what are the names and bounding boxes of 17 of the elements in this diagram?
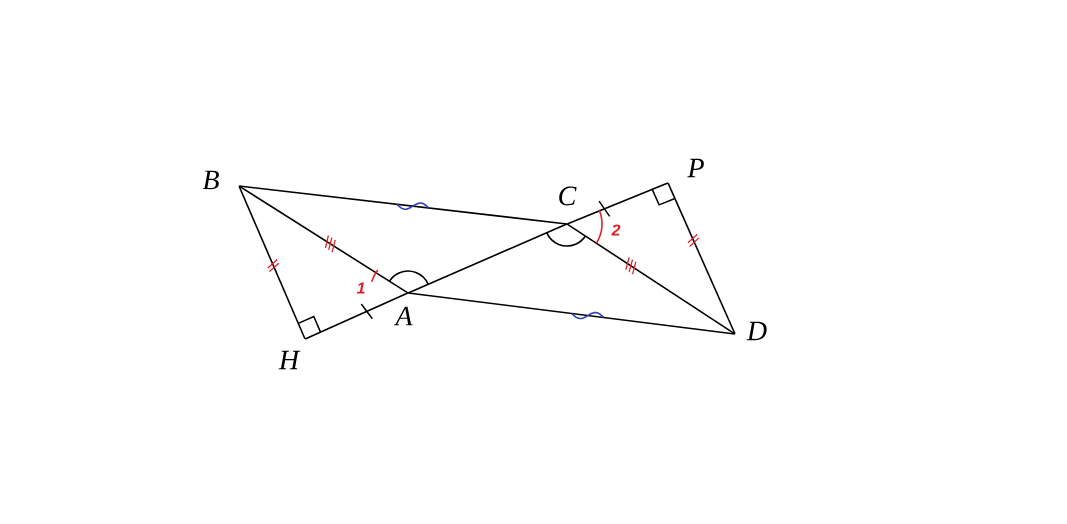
line-segment [238, 185, 568, 225]
line-segment [667, 182, 736, 335]
line-segment [566, 223, 736, 335]
point-label: P [687, 158, 704, 178]
point-label: B [202, 170, 219, 190]
angle-number: 2 [611, 224, 621, 236]
point-label: H [278, 350, 301, 370]
line-segment [304, 292, 409, 340]
line-segment [238, 185, 306, 340]
line-segment [407, 223, 568, 294]
point-label: D [746, 321, 767, 341]
angle-number: 1 [356, 282, 365, 294]
point-label: A [393, 306, 413, 326]
line-segment [238, 185, 409, 294]
line-segment [407, 292, 736, 335]
point-label: C [559, 186, 577, 206]
line-segment [566, 182, 669, 225]
